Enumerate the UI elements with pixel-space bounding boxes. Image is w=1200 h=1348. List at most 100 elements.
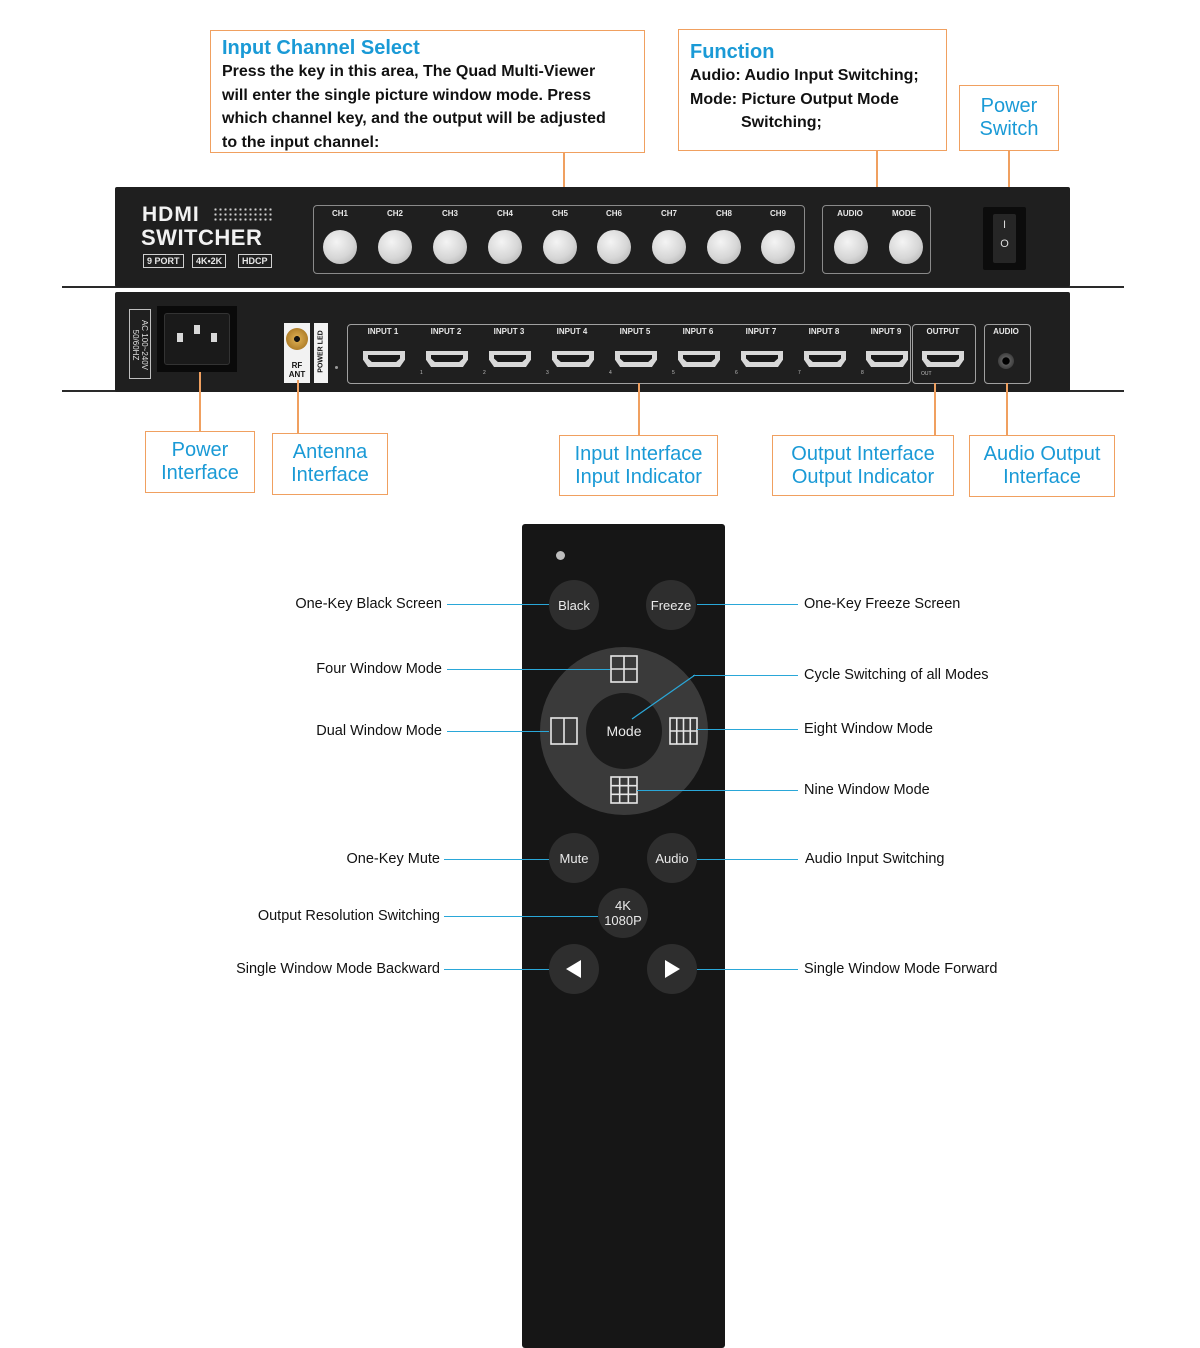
arrow-right-icon (665, 960, 680, 978)
antenna-label: RF ANT (288, 361, 306, 379)
hdmi-input-port-4[interactable] (552, 351, 594, 367)
input-label-9: INPUT 9 (870, 327, 902, 336)
badge-9-port: 9 PORT (143, 254, 184, 268)
four-window-icon[interactable] (610, 655, 638, 683)
remote-ir-led (556, 551, 565, 560)
device-front-panel: HDMI SWITCHER 9 PORT 4K•2K HDCP CH1 CH2 … (115, 187, 1070, 287)
input-number-5: 5 (672, 370, 675, 376)
antenna-connector[interactable] (286, 328, 308, 350)
channel-key-9[interactable] (761, 230, 795, 264)
power-interface-socket[interactable] (157, 306, 237, 372)
power-led-label: POWER LED (317, 330, 325, 373)
label-nine-window: Nine Window Mode (804, 782, 930, 798)
channel-label-3: CH3 (441, 209, 458, 218)
hdmi-input-port-2[interactable] (426, 351, 468, 367)
mode-key-label: MODE (892, 209, 916, 218)
badge-hdcp: HDCP (238, 254, 272, 268)
forward-button[interactable] (647, 944, 697, 994)
channel-key-3[interactable] (433, 230, 467, 264)
black-screen-button[interactable]: Black (549, 580, 599, 630)
power-led-indicator (335, 366, 338, 369)
channel-label-8: CH8 (715, 209, 732, 218)
freeze-screen-button[interactable]: Freeze (646, 580, 696, 630)
label-resolution: Output Resolution Switching (257, 908, 440, 924)
input-port-group (347, 324, 911, 384)
hdmi-input-port-6[interactable] (678, 351, 720, 367)
mute-button[interactable]: Mute (549, 833, 599, 883)
arrow-left-icon (566, 960, 581, 978)
label-forward: Single Window Mode Forward (804, 961, 998, 977)
channel-label-1: CH1 (331, 209, 348, 218)
audio-button[interactable]: Audio (647, 833, 697, 883)
eight-window-icon[interactable] (669, 717, 698, 745)
leader-line (638, 383, 640, 435)
leader-line (199, 372, 201, 432)
hdmi-input-port-5[interactable] (615, 351, 657, 367)
channel-label-4: CH4 (496, 209, 513, 218)
hdmi-input-port-1[interactable] (363, 351, 405, 367)
audio-key[interactable] (834, 230, 868, 264)
channel-key-8[interactable] (707, 230, 741, 264)
socket-face (164, 313, 230, 365)
callout-function: Function Audio: Audio Input Switching; M… (678, 29, 947, 151)
power-rocker: I O (993, 214, 1016, 263)
audio-output-label: AUDIO (993, 327, 1019, 336)
channel-label-5: CH5 (551, 209, 568, 218)
callout-input-channel-select: Input Channel Select Press the key in th… (210, 30, 645, 153)
device-back-panel: AC 100~240V 50/60HZ RF ANT POWER LED INP… (115, 292, 1070, 392)
input-label-4: INPUT 4 (556, 327, 588, 336)
output-sub-label: OUT (921, 371, 932, 377)
hdmi-input-port-9[interactable] (866, 351, 908, 367)
device-shelf-line (62, 286, 1124, 288)
ac-voltage-label: AC 100~240V 50/60HZ (129, 309, 151, 379)
leader-line-four (447, 669, 610, 670)
leader-line-eight (697, 729, 798, 730)
callout-body: Press the key in this area, The Quad Mul… (222, 63, 606, 151)
audio-port-group (984, 324, 1031, 384)
function-key-group (822, 205, 931, 274)
power-switch[interactable]: I O (983, 207, 1026, 270)
input-number-2: 2 (483, 370, 486, 376)
channel-key-1[interactable] (323, 230, 357, 264)
channel-label-2: CH2 (386, 209, 403, 218)
backward-button[interactable] (549, 944, 599, 994)
channel-key-2[interactable] (378, 230, 412, 264)
nine-window-icon[interactable] (610, 776, 638, 804)
leader-line-resolution (444, 916, 598, 917)
audio-output-jack[interactable] (998, 353, 1014, 369)
leader-line-audio (697, 859, 798, 860)
channel-key-7[interactable] (652, 230, 686, 264)
input-number-7: 7 (798, 370, 801, 376)
channel-key-6[interactable] (597, 230, 631, 264)
channel-key-4[interactable] (488, 230, 522, 264)
input-number-4: 4 (609, 370, 612, 376)
callout-body: Audio: Audio Input Switching; Mode: Pict… (690, 67, 919, 131)
mode-key[interactable] (889, 230, 923, 264)
mode-button[interactable]: Mode (586, 693, 662, 769)
hdmi-input-port-3[interactable] (489, 351, 531, 367)
channel-key-group (313, 205, 805, 274)
hdmi-input-port-7[interactable] (741, 351, 783, 367)
leader-line-dual (447, 731, 549, 732)
callout-title: Input Channel Select (222, 37, 420, 59)
input-label-3: INPUT 3 (493, 327, 525, 336)
label-mute: One-Key Mute (346, 851, 441, 867)
input-number-6: 6 (735, 370, 738, 376)
dual-window-icon[interactable] (550, 717, 578, 745)
leader-line-cycle-h (693, 675, 798, 676)
input-number-1: 1 (420, 370, 423, 376)
input-number-3: 3 (546, 370, 549, 376)
channel-key-5[interactable] (543, 230, 577, 264)
label-black-screen: One-Key Black Screen (295, 596, 442, 612)
input-label-8: INPUT 8 (808, 327, 840, 336)
leader-line-forward (697, 969, 798, 970)
leader-line (934, 383, 936, 435)
badge-4k2k: 4K•2K (192, 254, 227, 268)
hdmi-output-port[interactable] (922, 351, 964, 367)
hdmi-input-port-8[interactable] (804, 351, 846, 367)
